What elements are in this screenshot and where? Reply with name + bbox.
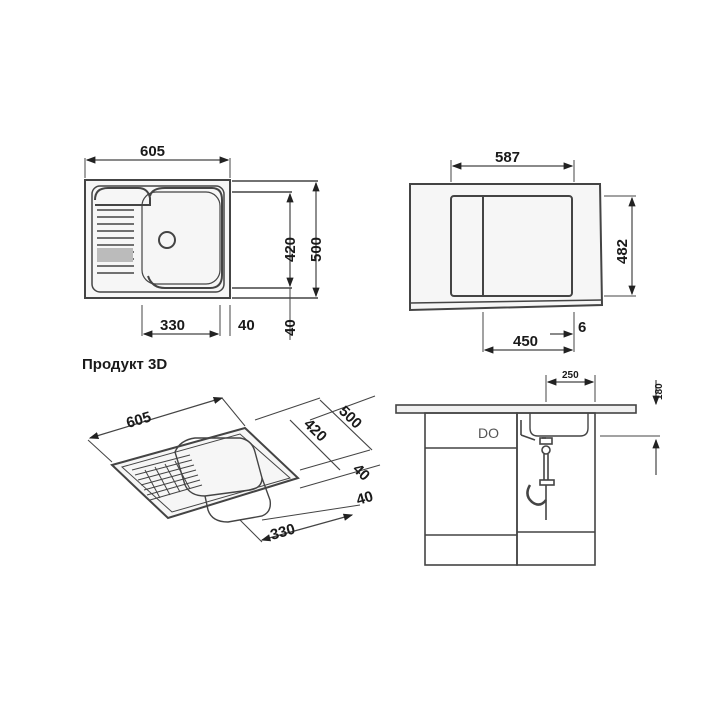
dim-top-offset-bottom: 40 — [282, 319, 299, 336]
dim-iso-depth-500: 500 — [335, 403, 365, 433]
dim-iso-depth-420: 420 — [300, 416, 330, 446]
dim-side-bowl-width: 250 — [562, 370, 579, 381]
dim-top-bowl-width: 330 — [160, 317, 185, 334]
dim-cutout-height: 482 — [614, 239, 631, 264]
dim-iso-offset-a: 40 — [349, 461, 373, 485]
dim-iso-offset-b: 40 — [354, 488, 375, 509]
dim-cutout-gap: 6 — [578, 319, 586, 336]
dim-top-width: 605 — [140, 143, 165, 160]
dim-top-height-500: 500 — [308, 237, 325, 262]
section-title: Продукт 3D — [82, 356, 168, 373]
dim-top-height-420: 420 — [282, 237, 299, 262]
dim-iso-width: 605 — [124, 409, 153, 432]
cutout-view — [409, 160, 636, 354]
dim-cutout-width: 587 — [495, 149, 520, 166]
side-view — [395, 375, 660, 566]
dim-cutout-depth: 450 — [513, 333, 538, 350]
dim-top-offset-right: 40 — [238, 317, 255, 334]
dim-iso-bowl-width: 330 — [268, 521, 297, 544]
dim-side-depth: 180 — [654, 383, 665, 400]
iso-view — [87, 395, 381, 543]
cabinet-label: DO — [478, 425, 499, 441]
top-view — [84, 156, 320, 340]
